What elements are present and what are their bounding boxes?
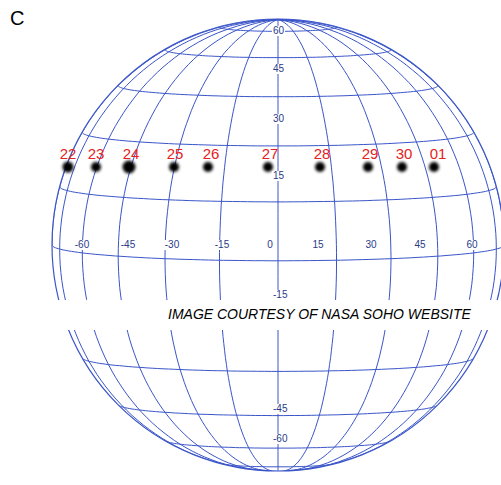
date-label: 22 bbox=[60, 146, 77, 161]
latitude-number: 45 bbox=[272, 64, 285, 74]
grid-line bbox=[222, 464, 334, 467]
longitude-number: -30 bbox=[164, 240, 180, 250]
sunspot-track bbox=[63, 161, 440, 174]
longitude-number: 15 bbox=[311, 240, 324, 250]
sunspot bbox=[169, 162, 179, 172]
latitude-number: -15 bbox=[272, 290, 288, 300]
grid-line bbox=[118, 85, 438, 97]
sunspot bbox=[91, 162, 101, 172]
latitude-number: 30 bbox=[272, 114, 285, 124]
disk-outline bbox=[52, 19, 501, 471]
grid-line bbox=[278, 20, 391, 471]
grid-line bbox=[60, 20, 278, 463]
date-label: 23 bbox=[88, 146, 105, 161]
longitude-number: -15 bbox=[214, 240, 230, 250]
grid-line bbox=[118, 20, 278, 471]
credit-patch bbox=[48, 300, 501, 330]
longitude-number: 60 bbox=[465, 240, 478, 250]
date-label: 28 bbox=[314, 146, 331, 161]
grid-line bbox=[278, 20, 496, 463]
panel-letter: C bbox=[10, 8, 24, 28]
latitude-number: 15 bbox=[272, 171, 285, 181]
sunspot bbox=[123, 161, 136, 174]
grid-line bbox=[278, 20, 501, 245]
sunspot bbox=[203, 162, 213, 172]
date-label: 30 bbox=[396, 146, 413, 161]
longitude-number: 0 bbox=[266, 240, 274, 250]
sunspot bbox=[429, 162, 439, 172]
date-label: 29 bbox=[362, 146, 379, 161]
grid-line bbox=[165, 49, 391, 58]
grid-line bbox=[278, 20, 474, 470]
sunspot bbox=[315, 162, 325, 172]
credit-watermark: IMAGE COURTESY OF NASA SOHO WEBSITE bbox=[168, 307, 471, 321]
latitude-number: -45 bbox=[272, 404, 288, 414]
grid-line bbox=[83, 359, 473, 372]
date-label: 27 bbox=[262, 146, 279, 161]
latitude-number: -60 bbox=[272, 434, 288, 444]
grid-line bbox=[82, 132, 473, 146]
date-label: 24 bbox=[123, 146, 140, 161]
sunspot bbox=[397, 162, 407, 172]
date-label: 25 bbox=[167, 146, 184, 161]
coordinate-grid bbox=[52, 20, 501, 471]
date-label: 26 bbox=[203, 146, 220, 161]
grid-line bbox=[82, 20, 278, 470]
sunspot bbox=[363, 162, 373, 172]
sunspot bbox=[63, 162, 74, 173]
longitude-number: -45 bbox=[120, 240, 136, 250]
longitude-number: 30 bbox=[364, 240, 377, 250]
grid-line bbox=[60, 187, 497, 202]
latitude-number: 60 bbox=[272, 26, 285, 36]
date-label: 01 bbox=[430, 146, 447, 161]
grid-line bbox=[165, 20, 278, 471]
longitude-number: -60 bbox=[74, 240, 90, 250]
grid-line bbox=[278, 20, 438, 471]
longitude-number: 45 bbox=[413, 240, 426, 250]
